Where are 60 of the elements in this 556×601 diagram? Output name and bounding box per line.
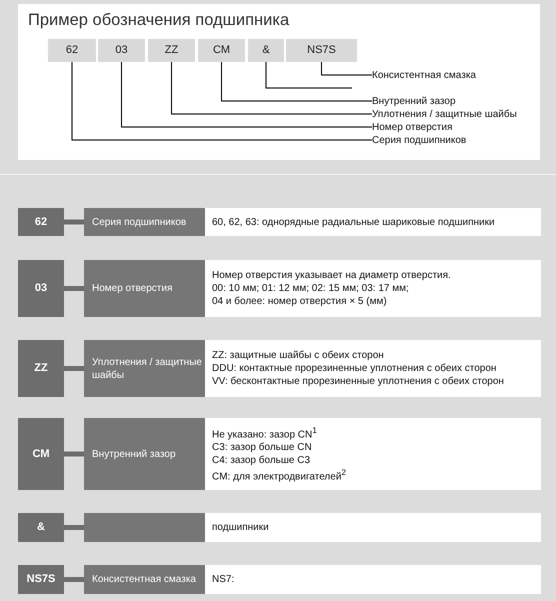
description-line: Серия подшипников bbox=[92, 216, 188, 228]
leader-label: Номер отверстия bbox=[372, 121, 532, 133]
description-line: C4: зазор больше C3 bbox=[212, 454, 312, 467]
code-segment: 03 bbox=[98, 39, 145, 62]
code-box: CM bbox=[18, 418, 64, 490]
leader-line bbox=[72, 62, 372, 140]
description-line: Номер отверстия указывает на диаметр отверстия. bbox=[212, 269, 452, 282]
connector-bar bbox=[64, 286, 84, 291]
description-line: 60, 62, 63: однорядные радиальные шариковые подшипники bbox=[212, 216, 496, 228]
leader-line bbox=[171, 62, 372, 114]
description-line: подшипники bbox=[212, 521, 270, 534]
description-box bbox=[205, 565, 541, 594]
description-box bbox=[205, 208, 541, 236]
description-box bbox=[205, 340, 541, 397]
leader-line bbox=[321, 62, 372, 76]
leader-label: Консистентная смазка bbox=[372, 69, 532, 81]
connector-bar bbox=[64, 452, 84, 456]
code-segment: 62 bbox=[48, 39, 96, 62]
category-box bbox=[84, 260, 205, 317]
category-box bbox=[84, 340, 205, 397]
category-box bbox=[84, 208, 205, 236]
box bbox=[84, 513, 205, 542]
code-box: & bbox=[18, 513, 64, 542]
connector-bar bbox=[64, 577, 84, 582]
leader-label: Уплотнения / защитные шайбы bbox=[372, 108, 532, 120]
code-box: 62 bbox=[18, 208, 64, 236]
description-line: CM: для электродвигателей$^{2}$ bbox=[212, 467, 348, 484]
description-line: 04 и более: номер отверстия × 5 (мм) bbox=[212, 295, 388, 308]
category-box bbox=[84, 565, 205, 594]
description-line: Номер отверстия bbox=[92, 282, 174, 295]
leader-label: Внутренний зазор bbox=[372, 95, 532, 107]
description-line: 00: 10 мм; 01: 12 мм; 02: 15 мм; 03: 17 мм; bbox=[212, 282, 410, 295]
description-line: C3: зазор больше CN bbox=[212, 441, 313, 454]
description-box bbox=[205, 260, 541, 317]
description-line: NS7: bbox=[212, 573, 236, 586]
description-line: Внутренний зазор bbox=[92, 448, 177, 460]
code-box: NS7S bbox=[18, 565, 64, 594]
title: Пример обозначения подшипника bbox=[28, 11, 290, 30]
description-line: ZZ: защитные шайбы с обеих сторон bbox=[212, 349, 385, 362]
leader-line bbox=[121, 62, 372, 128]
description-line: Уплотнения / защитные шайбы bbox=[92, 356, 203, 382]
code-box: ZZ bbox=[18, 340, 64, 397]
connector-bar bbox=[64, 366, 84, 371]
leader-line bbox=[266, 62, 352, 88]
leader-line bbox=[221, 62, 372, 102]
description-line: Консистентная смазка bbox=[92, 573, 197, 586]
description-box bbox=[205, 418, 541, 490]
code-segment: CM bbox=[198, 39, 245, 62]
code-segment: & bbox=[248, 39, 284, 62]
category-box bbox=[84, 418, 205, 490]
leader-label: Серия подшипников bbox=[372, 134, 532, 146]
description-line: Не указано: зазор CN$^{1}$ bbox=[212, 424, 318, 441]
description-line: DDU: контактные прорезиненные уплотнения с обеих сторон bbox=[212, 362, 498, 375]
description-box bbox=[205, 513, 541, 542]
code-box: 03 bbox=[18, 260, 64, 317]
code-segment: ZZ bbox=[148, 39, 195, 62]
connector-bar bbox=[64, 525, 84, 530]
code-segment: NS7S bbox=[286, 39, 357, 62]
connector-bar bbox=[64, 220, 84, 224]
description-line: VV: бесконтактные прорезиненные уплотнения с обеих сторон bbox=[212, 375, 505, 388]
